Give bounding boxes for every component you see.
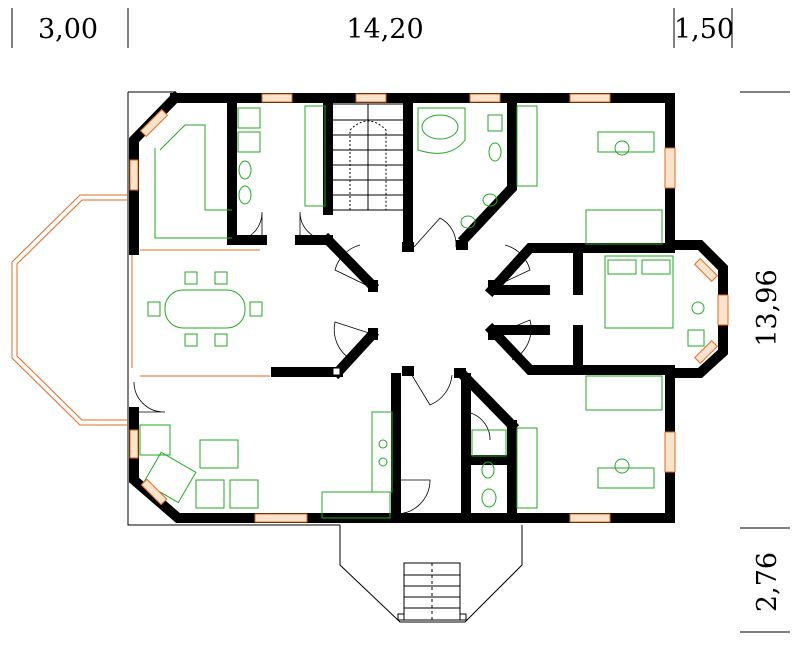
interior-walls xyxy=(227,98,675,523)
staircase xyxy=(331,103,405,211)
central-hall-doors xyxy=(133,211,532,515)
bay-terrace xyxy=(11,194,128,426)
dimension-top-left: 3,00 xyxy=(38,14,98,45)
dimension-right-upper: 13,96 xyxy=(752,269,783,346)
dimension-top-middle: 14,20 xyxy=(346,14,423,45)
windows xyxy=(129,93,729,523)
lot-outline xyxy=(127,91,340,526)
dining-openings xyxy=(131,249,270,377)
exterior-walls xyxy=(129,90,728,523)
dimension-ticks xyxy=(11,8,790,633)
dimension-right-lower: 2,76 xyxy=(752,552,783,612)
dimension-top-right: 1,50 xyxy=(674,14,734,45)
furniture xyxy=(139,105,705,519)
entrance-porch xyxy=(339,525,523,623)
